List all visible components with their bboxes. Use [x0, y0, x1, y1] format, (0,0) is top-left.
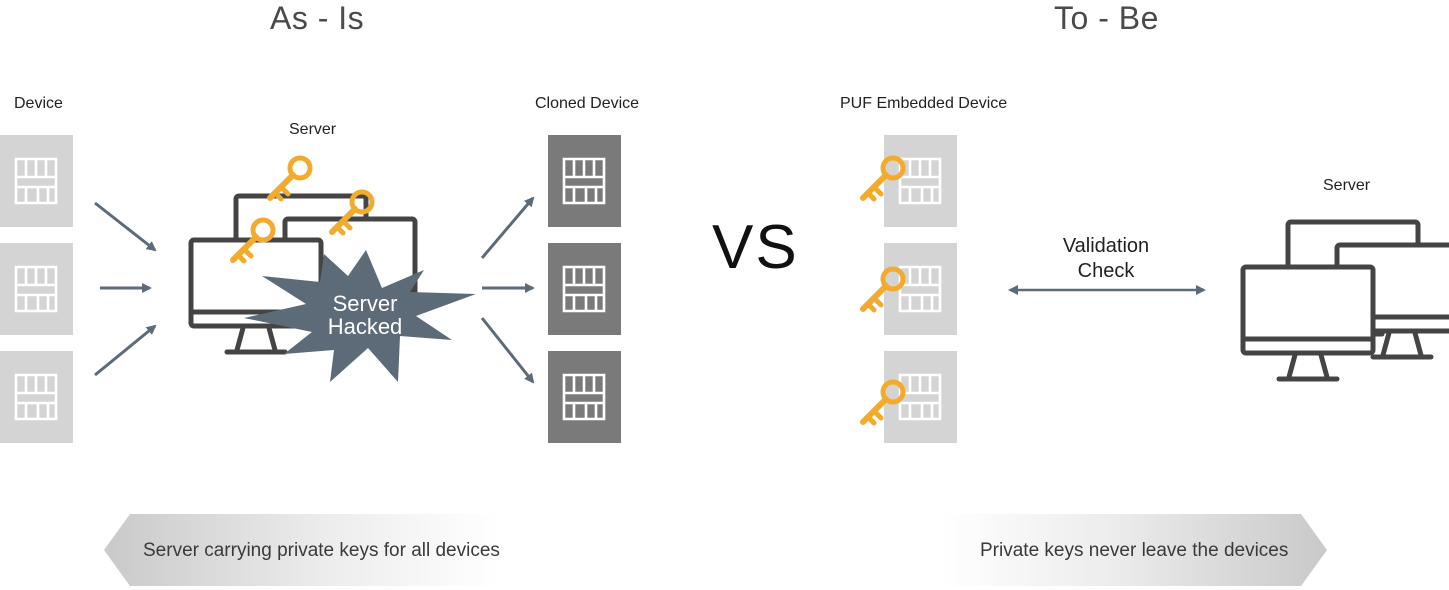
- right-banner-arrow: [940, 514, 1327, 586]
- device-chip-2: [0, 243, 73, 335]
- cloned-chip-3: [548, 351, 621, 443]
- as-is-title: As - Is: [270, 0, 365, 36]
- to-be-server-cluster: [1243, 222, 1449, 379]
- as-is-server-label: Server: [289, 121, 337, 138]
- right-banner-text: Private keys never leave the devices: [980, 540, 1289, 561]
- server-hacked-text: Server Hacked: [318, 292, 412, 338]
- server-hacked-burst: [244, 250, 476, 382]
- puf-device-label: PUF Embedded Device: [840, 95, 1008, 112]
- validation-check-text: Validation Check: [1046, 234, 1166, 284]
- device-label: Device: [14, 95, 63, 112]
- vs-label: VS: [712, 213, 799, 282]
- puf-chip-1: [863, 135, 957, 227]
- burst-line-2: Hacked: [327, 314, 403, 339]
- left-banner-arrow: [104, 514, 500, 586]
- server-to-clone-arrows: [480, 196, 535, 384]
- device-chip-1: [0, 135, 73, 227]
- device-chip-3: [0, 351, 73, 443]
- puf-chip-2: [863, 243, 957, 335]
- validation-line-1: Validation: [1062, 235, 1150, 257]
- to-be-title: To - Be: [1054, 0, 1159, 36]
- validation-line-2: Check: [1077, 260, 1135, 282]
- left-banner-text: Server carrying private keys for all dev…: [143, 540, 500, 561]
- puf-chip-3: [863, 351, 957, 443]
- server-key-icon: [270, 158, 310, 199]
- cloned-chip-1: [548, 135, 621, 227]
- burst-line-1: Server: [332, 291, 398, 316]
- device-to-server-arrows: [94, 201, 157, 377]
- cloned-device-label: Cloned Device: [535, 95, 640, 112]
- to-be-server-label: Server: [1323, 177, 1371, 194]
- cloned-chip-2: [548, 243, 621, 335]
